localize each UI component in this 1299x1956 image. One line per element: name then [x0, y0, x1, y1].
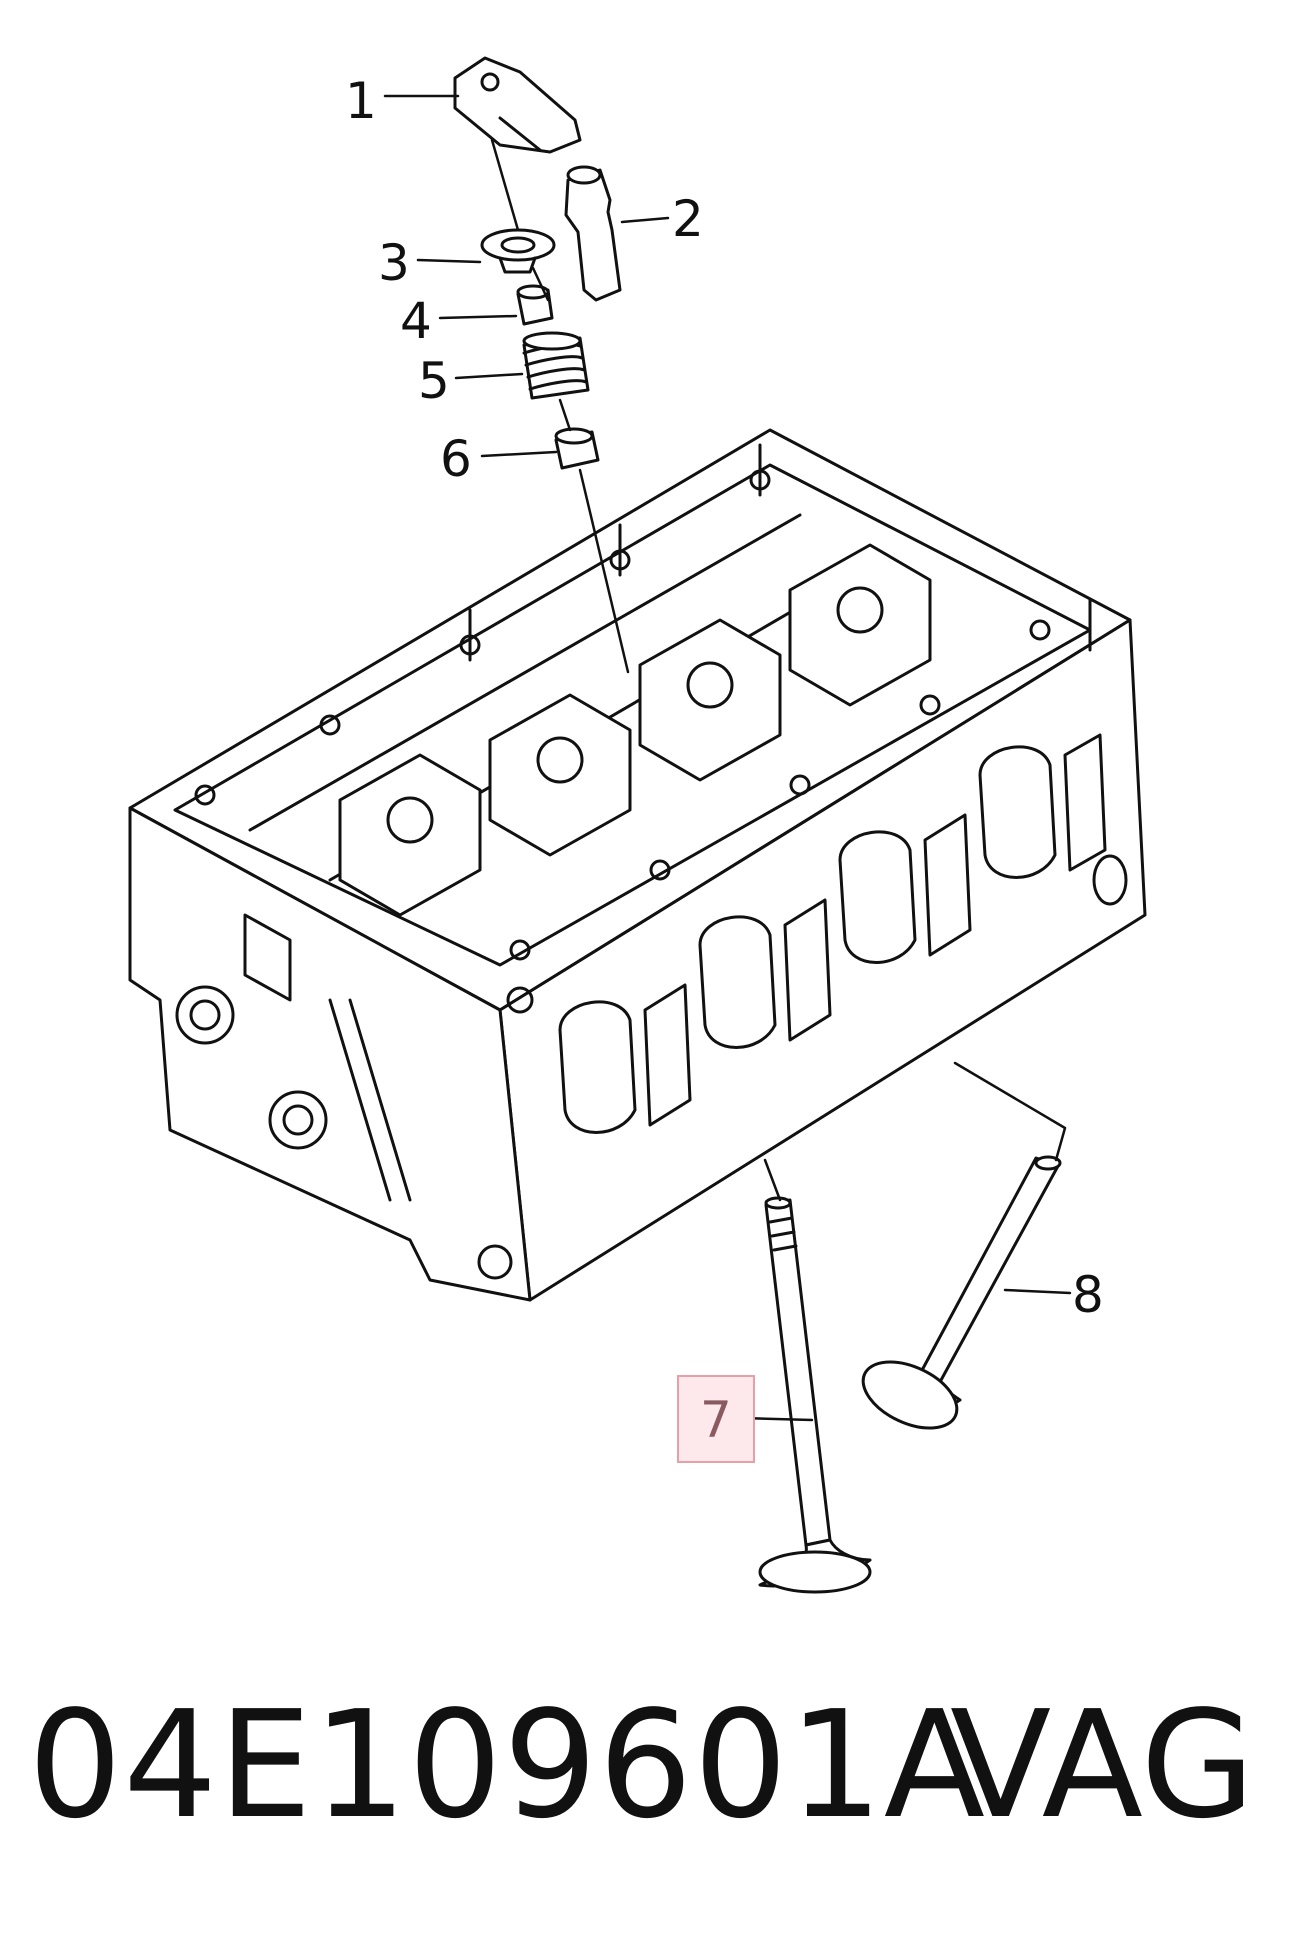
callout-2: 2 [672, 190, 704, 248]
spring-retainer-part [480, 228, 556, 274]
intake-valve-part [758, 1196, 872, 1594]
callout-1: 1 [345, 72, 377, 130]
callout-3: 3 [378, 234, 410, 292]
hydraulic-lifter-part [564, 165, 622, 302]
callout-8: 8 [1072, 1266, 1104, 1324]
exhaust-valve-part [861, 1155, 1062, 1430]
cylinder-head [128, 428, 1147, 1302]
callout-5: 5 [418, 352, 450, 410]
highlight-box [677, 1375, 755, 1463]
rocker-arm-part [453, 56, 582, 154]
valve-stem-seal-part [554, 427, 600, 470]
callout-4: 4 [400, 292, 432, 350]
valve-cotter-part [516, 284, 554, 326]
callout-7: 7 [700, 1391, 732, 1449]
valve-axis-lines [763, 1061, 1067, 1202]
part-number: 04E109601A [28, 1679, 987, 1851]
assembly-axis-line [490, 138, 630, 674]
callout-6: 6 [440, 430, 472, 488]
valve-spring-part [522, 331, 590, 400]
caption: 04E109601A VAG [0, 1685, 1299, 1845]
brand-name: VAG [950, 1679, 1256, 1851]
leader-lines [383, 94, 1072, 1422]
